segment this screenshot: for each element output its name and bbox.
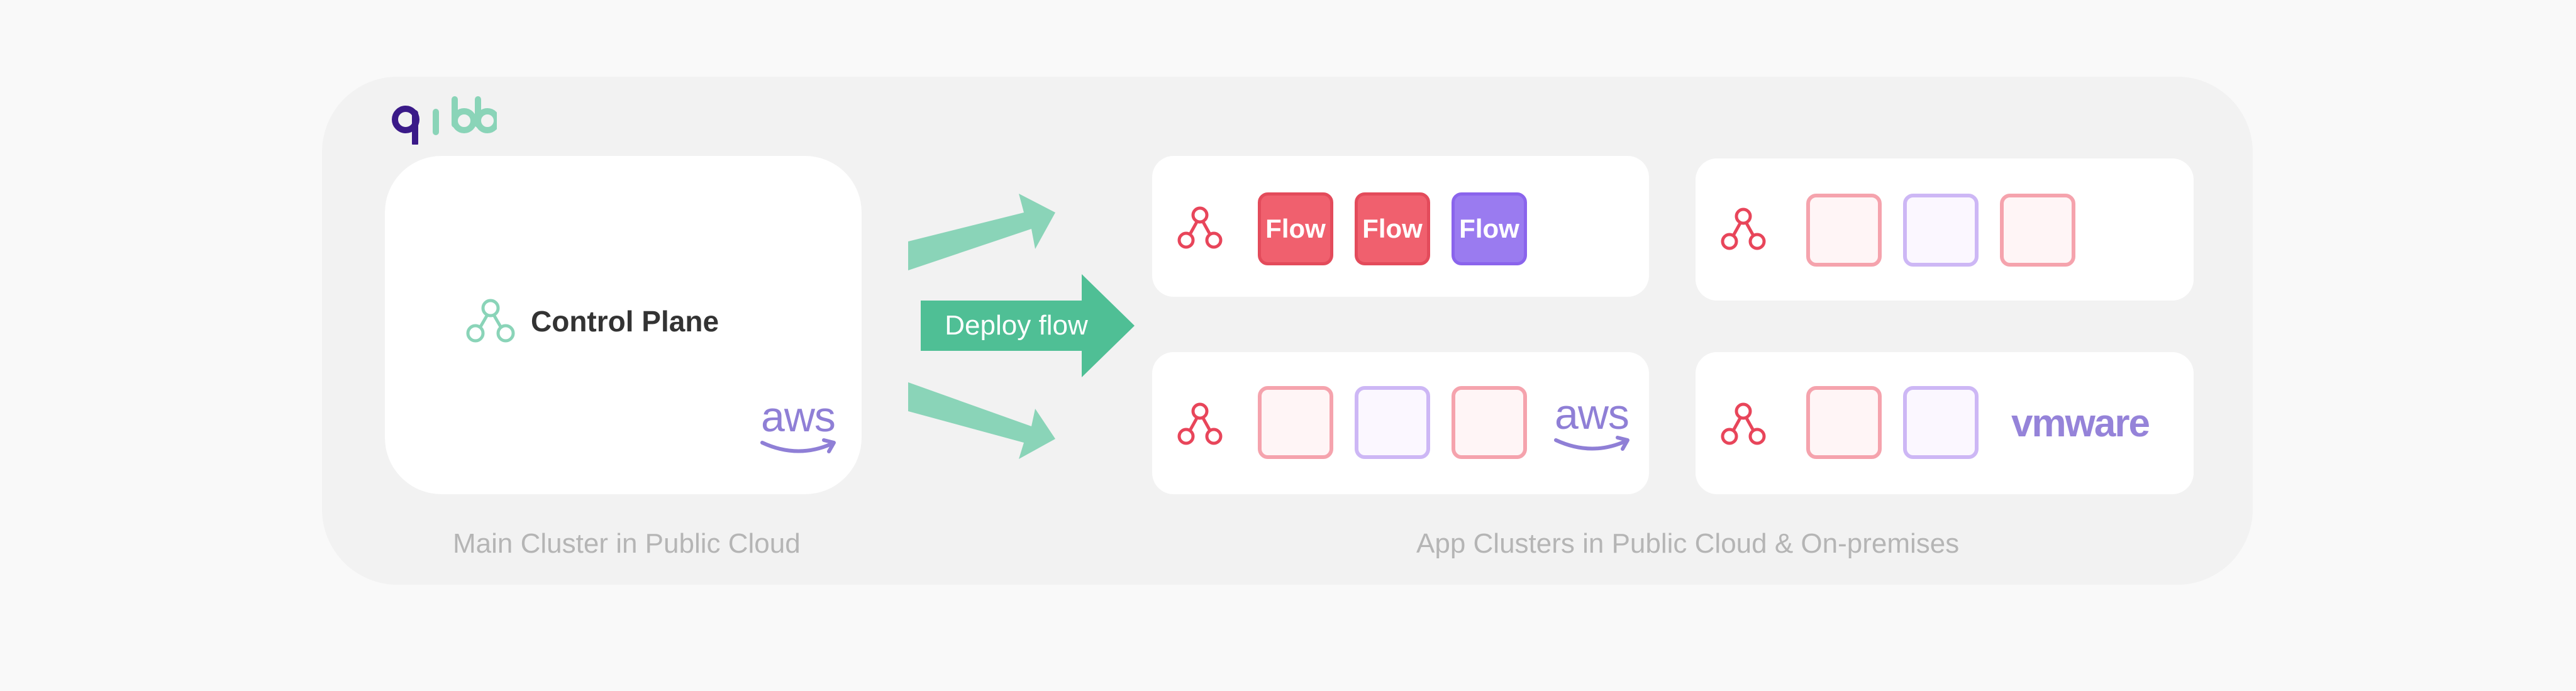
empty-slot-tile — [1355, 386, 1430, 459]
node-graph-icon — [466, 299, 515, 343]
arrow-up-right-icon — [908, 194, 1055, 270]
app-cluster-card-top-right — [1696, 158, 2194, 301]
flow-tile: Flow — [1355, 192, 1430, 265]
app-cluster-card-top-left: Flow Flow Flow — [1152, 156, 1649, 297]
app-clusters-caption: App Clusters in Public Cloud & On-premis… — [1416, 528, 1960, 559]
arrow-down-right-icon — [908, 382, 1055, 459]
app-cluster-card-bottom-left: aws — [1152, 352, 1649, 494]
flow-tile: Flow — [1258, 192, 1333, 265]
deploy-arrows — [908, 194, 1135, 459]
empty-slot-tile — [1806, 194, 1882, 267]
node-graph-icon — [1177, 206, 1223, 249]
app-cluster-card-bottom-right: vmware — [1696, 352, 2194, 494]
main-cluster-card: Control Plane aws — [385, 156, 862, 494]
empty-slot-tile — [1452, 386, 1527, 459]
aws-logo: aws — [758, 393, 840, 460]
control-plane-label: Control Plane — [531, 305, 719, 338]
empty-slot-tile — [1903, 386, 1979, 459]
empty-slot-tile — [1258, 386, 1333, 459]
vmware-logo: vmware — [2011, 402, 2150, 445]
node-graph-icon — [1721, 207, 1766, 250]
empty-slot-tile — [1806, 386, 1882, 459]
node-graph-icon — [1177, 402, 1223, 445]
deploy-flow-label: Deploy flow — [945, 310, 1088, 341]
qibb-logo — [392, 96, 497, 145]
control-plane: Control Plane — [465, 298, 719, 345]
node-graph-icon — [1721, 402, 1766, 445]
empty-slot-tile — [2000, 194, 2075, 267]
aws-logo: aws — [1552, 390, 1634, 458]
flow-tile: Flow — [1452, 192, 1527, 265]
empty-slot-tile — [1903, 194, 1979, 267]
deploy-arrow-icon — [921, 274, 1135, 377]
main-cluster-caption: Main Cluster in Public Cloud — [453, 528, 801, 559]
